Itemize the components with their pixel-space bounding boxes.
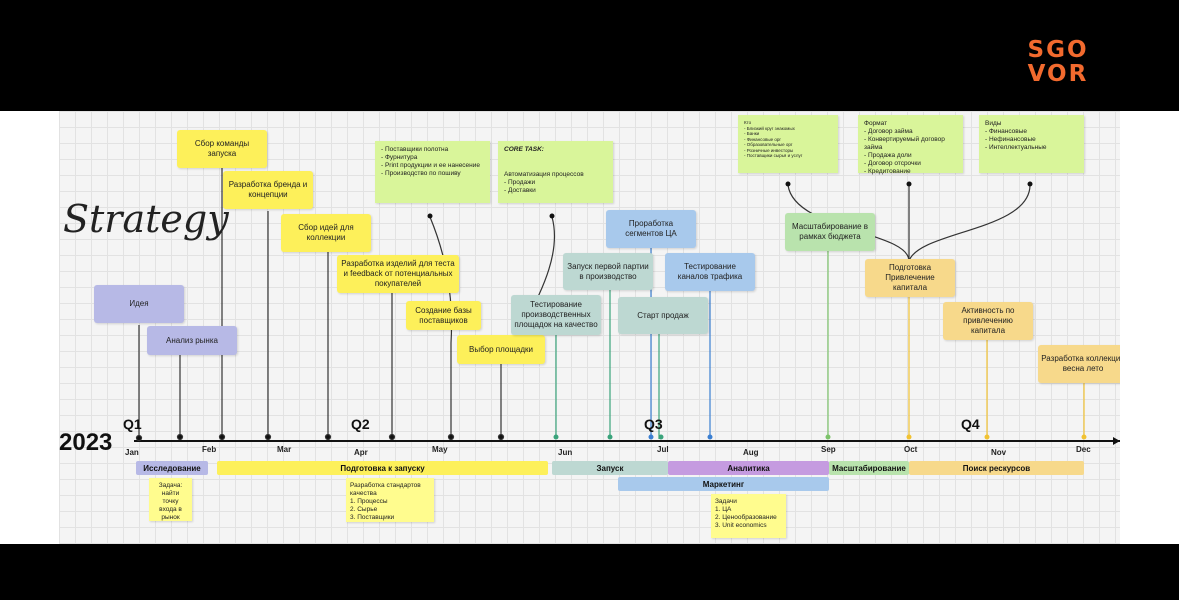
milestone-note[interactable]: Сбор команды запуска (177, 130, 267, 168)
core-task-title: CORE TASK: (504, 146, 544, 153)
sgovor-logo: SGO VOR (1027, 37, 1089, 87)
month-label: Jun (558, 448, 573, 457)
milestone-note[interactable]: Масштабирование в рамках бюджета (785, 213, 875, 251)
phase-bar[interactable]: Масштабирование (829, 461, 909, 475)
milestone-note[interactable]: Тестирование каналов трафика (665, 253, 755, 291)
milestone-note[interactable]: Идея (94, 285, 184, 323)
milestone-note[interactable]: Запуск первой партии в производство (563, 253, 653, 290)
timeline-connectors (134, 167, 1120, 445)
milestone-note[interactable]: Проработка сегментов ЦА (606, 210, 696, 248)
analytics-tasks-note[interactable]: Задачи 1. ЦА 2. Ценообразование 3. Unit … (711, 494, 786, 538)
month-label: May (432, 445, 448, 454)
quarter-label: Q4 (961, 416, 980, 432)
phase-bar[interactable]: Маркетинг (618, 477, 829, 491)
phase-bar[interactable]: Исследование (136, 461, 208, 475)
milestone-note[interactable]: Подготовка Привлечение капитала (865, 259, 955, 297)
milestone-note[interactable]: Активность по привлечению капитала (943, 302, 1033, 340)
quarter-label: Q1 (123, 416, 142, 432)
month-label: Mar (277, 445, 292, 454)
phase-bar[interactable]: Подготовка к запуску (217, 461, 548, 475)
quarter-label: Q2 (351, 416, 370, 432)
milestone-note[interactable]: Старт продаж (618, 297, 708, 334)
letterbox-bottom (0, 544, 1179, 600)
milestone-note[interactable]: Разработка коллекции весна лето (1038, 345, 1120, 383)
board-title: Strategy (63, 197, 229, 241)
quality-standards-note[interactable]: Разработка стандартов качества 1. Процес… (346, 478, 434, 522)
milestone-note[interactable]: Выбор площадки (457, 335, 545, 364)
month-label: Apr (354, 448, 368, 457)
letterbox-top (0, 0, 1179, 111)
month-label: Jul (657, 445, 669, 454)
core-task-note[interactable]: CORE TASK: Автоматизация процессов - Про… (498, 141, 613, 203)
capital-format-note[interactable]: Формат - Договор займа - Конвертируемый … (858, 115, 963, 175)
suppliers-note[interactable]: - Поставщики полотна - Фурнитура - Print… (375, 141, 490, 203)
milestone-note[interactable]: Разработка бренда и концепции (223, 171, 313, 209)
month-label: Dec (1076, 445, 1091, 454)
frame-left (0, 111, 59, 544)
month-label: Aug (743, 448, 759, 457)
phase-bar[interactable]: Запуск (552, 461, 668, 475)
frame-right (1120, 111, 1179, 544)
core-task-body: Автоматизация процессов - Продажи - Дост… (504, 171, 584, 194)
milestone-note[interactable]: Анализ рынка (147, 326, 237, 355)
capital-types-note[interactable]: Виды - Финансовые - Нефинансовые - Интел… (979, 115, 1084, 173)
milestone-note[interactable]: Разработка изделий для теста и feedback … (337, 255, 459, 293)
phase-bar[interactable]: Поиск рескурсов (909, 461, 1084, 475)
month-label: Jan (125, 448, 139, 457)
phase-bar[interactable]: Аналитика (668, 461, 829, 475)
research-task-note[interactable]: Задача: найти точку входа в рынок (149, 478, 192, 521)
capital-sources-note[interactable]: Кто - Близкий круг знакомых - Банки - Фи… (738, 115, 838, 173)
year-label: 2023 (59, 429, 113, 456)
quarter-label: Q3 (644, 416, 663, 432)
whiteboard-canvas[interactable]: Strategy 2023 Q1 Q2 Q3 Q4 Jan Feb Mar Ap… (59, 111, 1120, 544)
milestone-note[interactable]: Создание базы поставщиков (406, 301, 481, 330)
month-label: Sep (821, 445, 836, 454)
month-label: Nov (991, 448, 1007, 457)
month-label: Feb (202, 445, 217, 454)
month-label: Oct (904, 445, 918, 454)
milestone-note[interactable]: Тестирование производственных площадок н… (511, 295, 601, 335)
milestone-note[interactable]: Сбор идей для коллекции (281, 214, 371, 252)
